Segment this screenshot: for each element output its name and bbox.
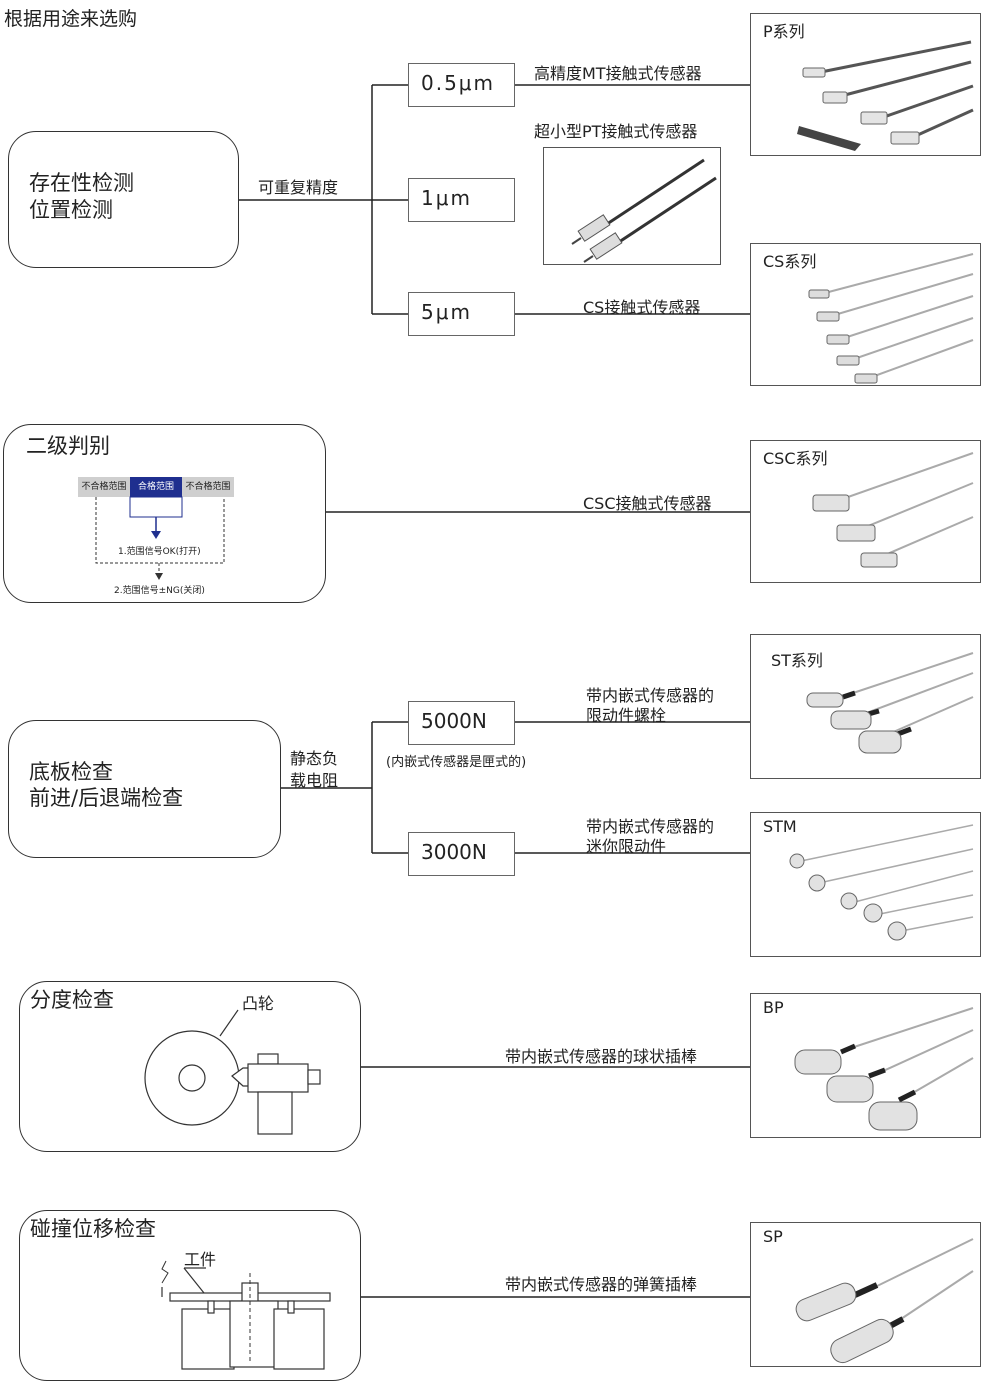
stm-series-illustration (789, 824, 974, 941)
bp-series-illustration (794, 1007, 974, 1131)
signal-diagram (95, 496, 225, 580)
product-cs-series: CS系列 (750, 243, 981, 386)
collision-title: 碰撞位移检查 (30, 1217, 156, 1241)
static-load-label-line2: 载电阻 (290, 771, 339, 790)
connector-limit-bolt-line2: 限动件螺栓 (586, 706, 667, 725)
presence-title-line2: 位置检测 (29, 198, 113, 222)
st-series-illustration (806, 652, 974, 754)
load-value-5000n: 5000N (408, 701, 515, 745)
zone-ng-left: 不合格范围 (78, 477, 130, 497)
zone-ng-right: 不合格范围 (182, 477, 234, 497)
inline-sensor-note: (内嵌式传感器是匣式的) (386, 755, 527, 770)
accuracy-value-0-5um: 0.5μm (408, 63, 515, 107)
repeat-accuracy-label: 可重复精度 (258, 178, 339, 197)
twolevel-category-box: 二级判别 不合格范围 合格范围 不合格范围 1.范围信号OK(打开) 2.范围信… (3, 424, 326, 603)
connector-csc-sensor: CSC接触式传感器 (583, 494, 712, 513)
csc-series-illustration (812, 452, 974, 568)
product-cs-series-title: CS系列 (763, 252, 817, 271)
presence-category-box: 存在性检测 位置检测 (8, 131, 239, 268)
load-value-3000n: 3000N (408, 832, 515, 876)
workpiece-label: 工件 (184, 1250, 217, 1269)
product-csc-series: CSC系列 (750, 440, 981, 583)
product-p-series: P系列 (750, 13, 981, 156)
base-title-line2: 前进/后退端检查 (29, 786, 184, 810)
product-bp-series-title: BP (763, 998, 784, 1017)
product-st-series: ST系列 (750, 634, 981, 779)
product-sp-series: SP (750, 1222, 981, 1367)
accuracy-value-5um: 5μm (408, 292, 515, 336)
sp-series-illustration (795, 1238, 974, 1364)
accuracy-value-1um: 1μm (408, 178, 515, 222)
connector-pt-sensor: 超小型PT接触式传感器 (534, 122, 698, 141)
signal-ok-label: 1.范围信号OK(打开) (118, 547, 201, 557)
product-stm-series-title: STM (763, 817, 797, 836)
product-sp-series-title: SP (763, 1227, 783, 1246)
product-csc-series-title: CSC系列 (763, 449, 828, 468)
product-bp-series: BP (750, 993, 981, 1138)
base-title-line1: 底板检查 (29, 760, 113, 784)
connector-mt-sensor: 高精度MT接触式传感器 (534, 64, 702, 83)
base-category-box: 底板检查 前进/后退端检查 (8, 720, 281, 858)
p-series-illustration (797, 40, 974, 151)
index-category-box: 分度检查 凸轮 (19, 981, 361, 1152)
static-load-label-line1: 静态负 (290, 749, 339, 768)
collision-illustration (161, 1260, 331, 1370)
product-p-series-title: P系列 (763, 22, 805, 41)
connector-ball-plunger: 带内嵌式传感器的球状插棒 (505, 1047, 698, 1066)
product-stm-series: STM (750, 812, 981, 957)
index-title: 分度检查 (30, 988, 114, 1012)
cam-illustration (144, 1009, 321, 1135)
cam-label: 凸轮 (242, 994, 275, 1013)
zone-ok: 合格范围 (130, 477, 182, 497)
signal-ng-label: 2.范围信号±NG(关闭) (114, 586, 205, 596)
twolevel-title: 二级判别 (26, 434, 110, 458)
pt-sensor-illustration (571, 158, 717, 263)
connector-mini-limit-line1: 带内嵌式传感器的 (586, 817, 715, 836)
connector-limit-bolt-line1: 带内嵌式传感器的 (586, 686, 715, 705)
pt-sensor-image (543, 147, 721, 265)
cs-series-illustration (808, 253, 974, 384)
connector-cs-sensor: CS接触式传感器 (583, 298, 701, 317)
connector-mini-limit-line2: 迷你限动件 (586, 837, 667, 856)
presence-title-line1: 存在性检测 (29, 171, 134, 195)
collision-category-box: 碰撞位移检查 工件 (19, 1210, 361, 1381)
page-title: 根据用途来选购 (4, 8, 138, 30)
product-st-series-title: ST系列 (771, 651, 823, 670)
connector-spring-plunger: 带内嵌式传感器的弹簧插棒 (505, 1275, 698, 1294)
